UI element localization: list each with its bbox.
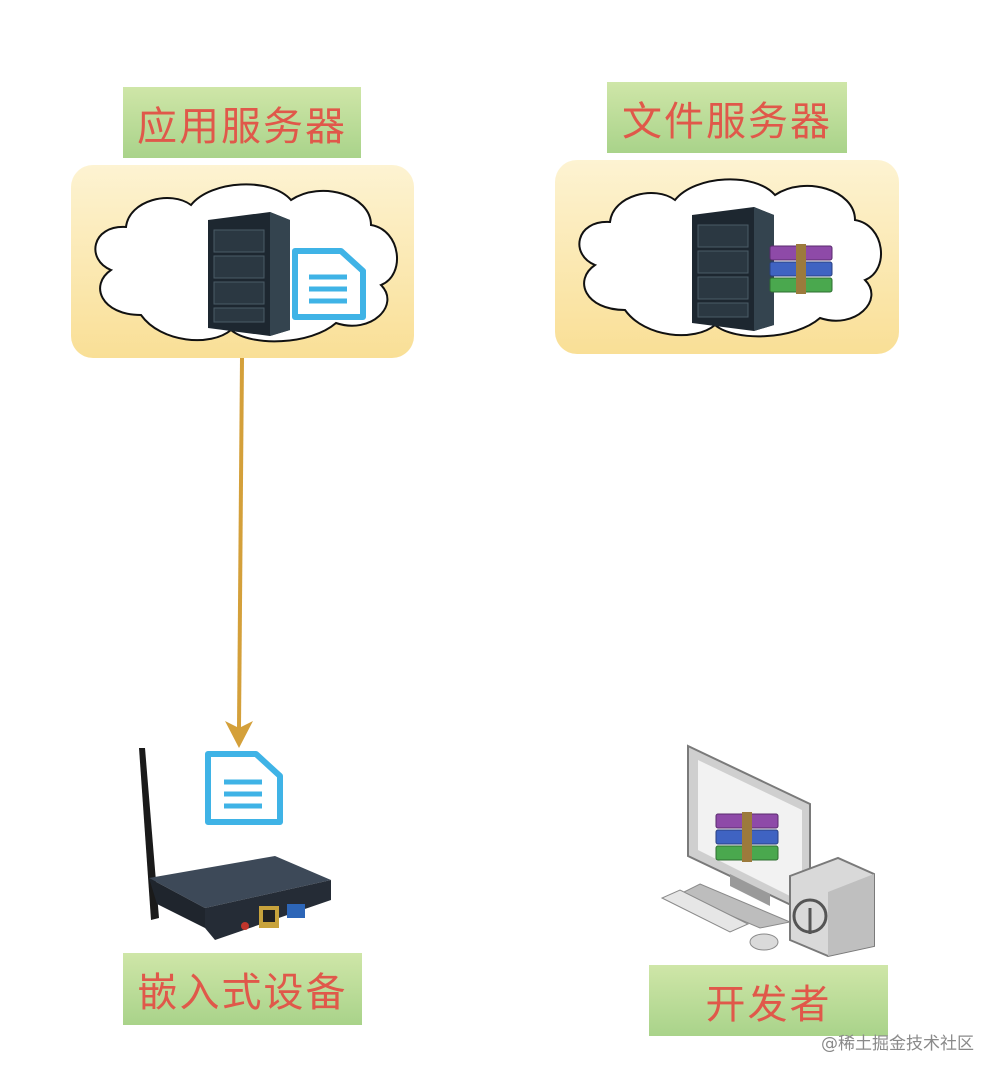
- embedded-device-label: 嵌入式设备: [123, 953, 362, 1025]
- archive-icon: [769, 244, 833, 294]
- developer-label: 开发者: [649, 965, 888, 1036]
- server-rack-icon: [692, 207, 774, 331]
- file-server-label: 文件服务器: [607, 82, 847, 153]
- wireless-router-icon: [139, 748, 331, 940]
- document-icon: [205, 751, 283, 825]
- document-icon: [292, 248, 366, 320]
- app-server-label: 应用服务器: [123, 87, 361, 158]
- app-server-panel: [71, 165, 414, 358]
- watermark: @稀土掘金技术社区: [821, 1034, 974, 1054]
- connector-arrow: [225, 357, 253, 748]
- server-rack-icon: [208, 212, 290, 336]
- archive-icon: [715, 812, 779, 862]
- file-server-panel: [555, 160, 899, 354]
